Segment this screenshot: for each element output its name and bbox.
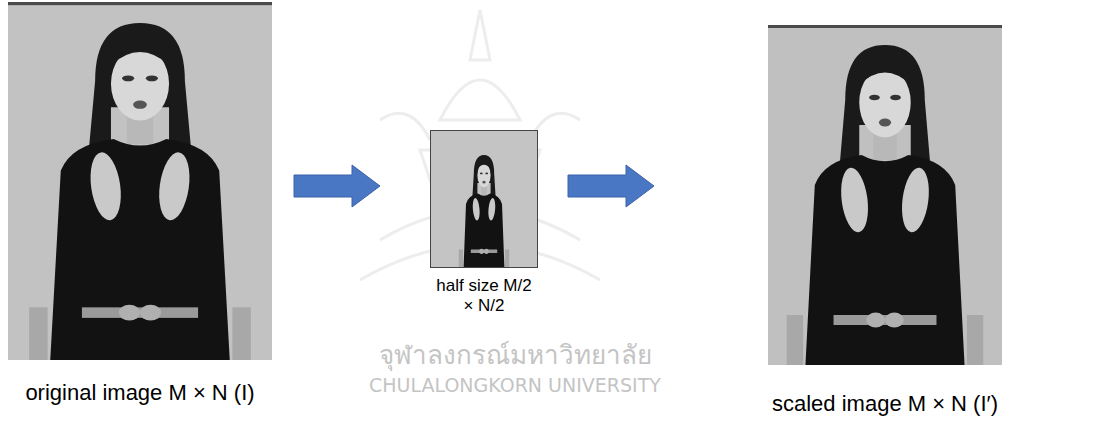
- watermark-text: จุฬาลงกรณ์มหาวิทยาลัย: [379, 334, 652, 375]
- original-photo: [8, 2, 272, 360]
- image-box: original image M × N (I): [8, 2, 272, 406]
- image-caption: half size M/2 × N/2: [434, 276, 534, 317]
- scaled-photo: [768, 25, 1002, 365]
- half-size-photo: [430, 130, 538, 268]
- image-caption: original image M × N (I): [25, 380, 254, 406]
- image-caption: scaled image M × N (I′): [772, 391, 998, 417]
- block-arrow: [568, 165, 654, 207]
- watermark-text: CHULALONGKORN UNIVERSITY: [369, 374, 661, 396]
- block-arrow: [294, 165, 380, 207]
- image-box: scaled image M × N (I′): [768, 25, 1002, 417]
- image-box: half size M/2 × N/2: [430, 130, 538, 317]
